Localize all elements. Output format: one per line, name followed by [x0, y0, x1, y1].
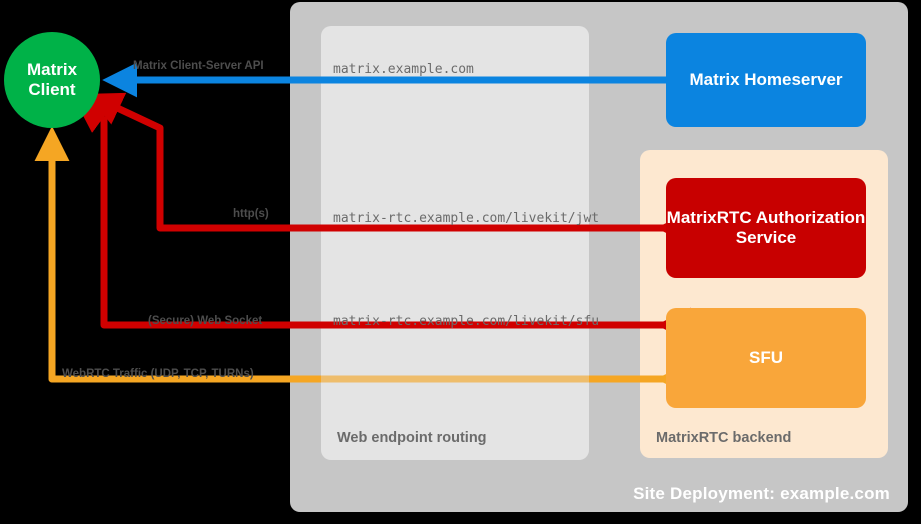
matrix-client-label-line1: Matrix [26, 60, 78, 80]
matrixrtc-backend-label: MatrixRTC backend [656, 430, 792, 446]
edge-label-secure-web-socket: (Secure) Web Socket [148, 315, 263, 327]
node-matrix-client[interactable]: Matrix Client [4, 32, 100, 128]
matrix-client-label-line2: Client [28, 80, 76, 99]
edge-label-matrix-client-server-api: Matrix Client-Server API [133, 60, 264, 72]
node-matrix-homeserver[interactable]: Matrix Homeserver [666, 33, 866, 127]
arrow-webrtc-traffic-left-segment [34, 126, 321, 383]
node-sfu[interactable]: SFU [666, 308, 866, 408]
url-label-livekit-sfu: matrix-rtc.example.com/livekit/sfu [333, 314, 600, 329]
web-endpoint-routing-container: Web endpoint routing [321, 26, 589, 460]
node-matrixrtc-authorization-service[interactable]: MatrixRTC Authorization Service [666, 178, 866, 278]
edge-label-http-jwt: http(s) [233, 208, 269, 220]
site-deployment-label: Site Deployment: example.com [633, 484, 890, 503]
url-label-matrix-example-com: matrix.example.com [333, 62, 474, 77]
url-label-livekit-jwt: matrix-rtc.example.com/livekit/jwt [333, 211, 600, 226]
edge-label-webrtc-traffic: WebRTC Traffic (UDP, TCP, TURNs) [62, 368, 254, 380]
web-endpoint-routing-label: Web endpoint routing [337, 430, 487, 446]
